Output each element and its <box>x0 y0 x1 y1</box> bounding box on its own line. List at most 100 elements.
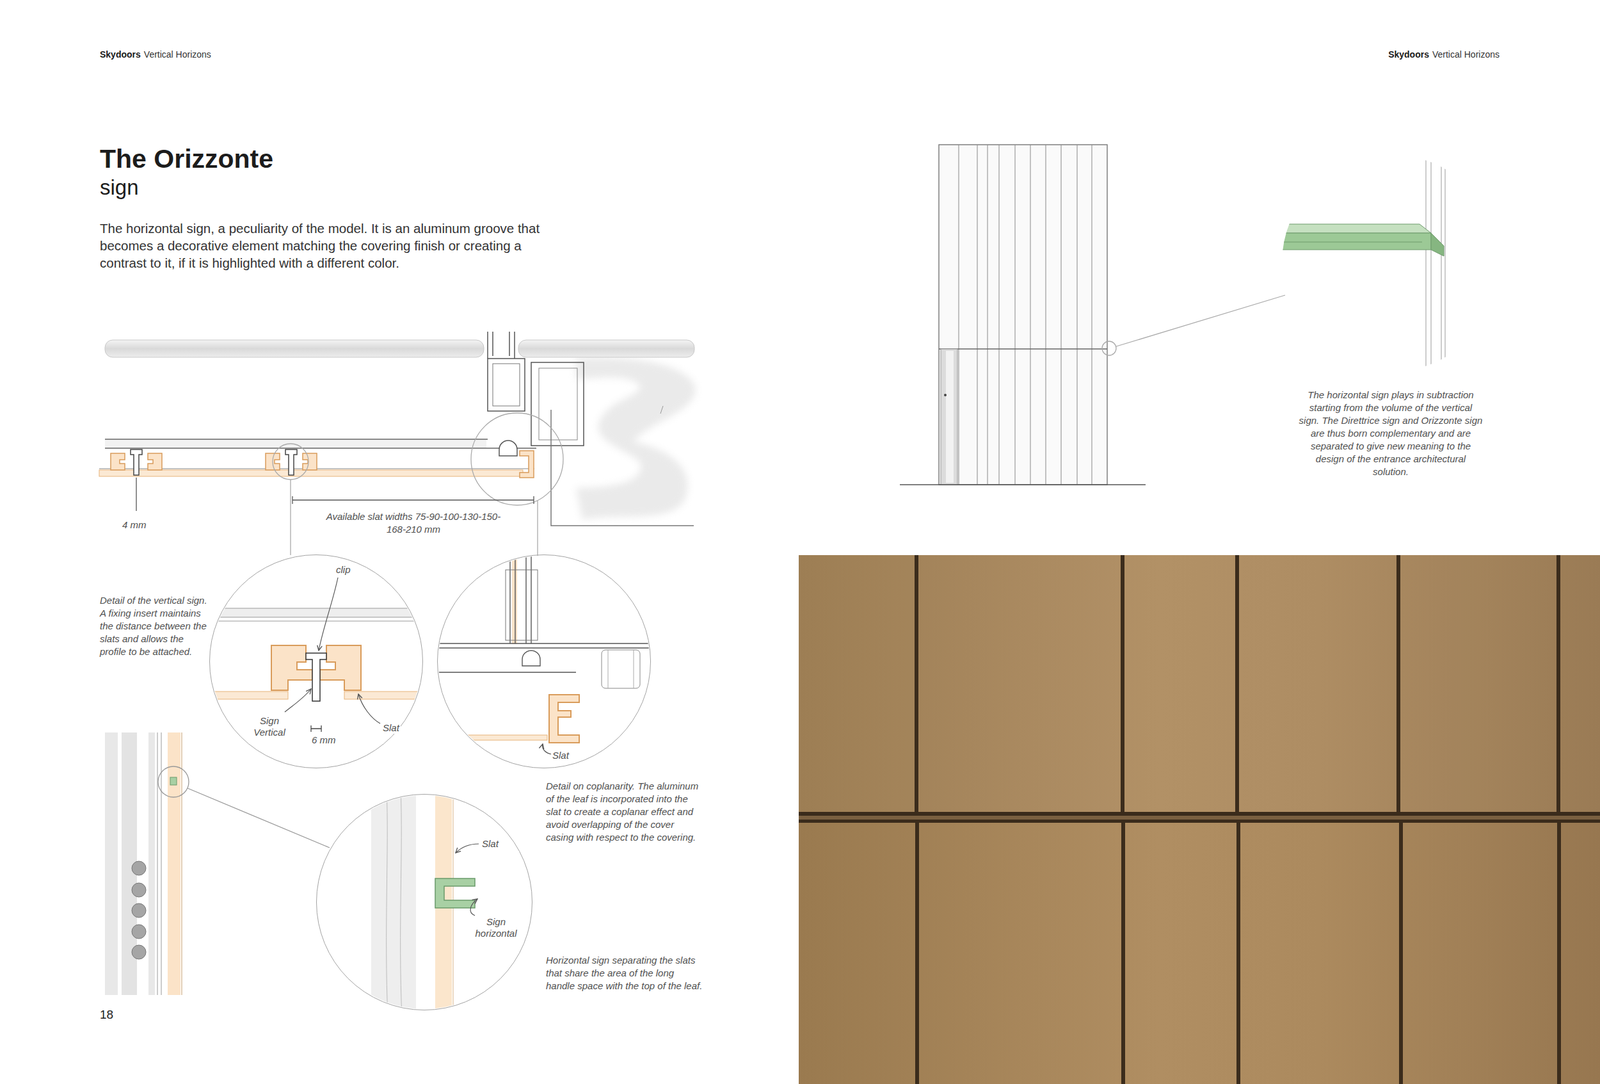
page-number: 18 <box>99 1007 114 1022</box>
leaf-sketch <box>148 732 155 995</box>
section-drawing <box>104 439 487 448</box>
horizontal-sign-zoom <box>1280 224 1432 233</box>
leaf-sketch <box>157 732 162 995</box>
vertical-sign-detail <box>320 645 361 690</box>
section-drawing <box>551 409 694 526</box>
cladding-photo <box>1557 822 1561 1084</box>
detail-note: Horizontal sign separating the slats tha… <box>545 953 703 992</box>
dimension-label: Available slat widths 75-90-100-130-150-… <box>317 510 510 536</box>
brand-name: Skydoors <box>99 48 141 61</box>
leaf-sketch <box>131 944 146 959</box>
vertical-sign-detail <box>204 620 429 622</box>
section-drawing <box>471 412 564 505</box>
section-drawing <box>576 357 696 520</box>
part-label: Sign horizontal <box>469 915 523 939</box>
vertical-sign-detail <box>204 608 429 617</box>
door-elevation <box>1102 341 1117 356</box>
horizontal-sign-zoom <box>1431 232 1444 256</box>
section-drawing <box>487 331 515 359</box>
design-note: The horizontal sign plays in subtraction… <box>1297 388 1484 479</box>
section-drawing <box>110 449 162 475</box>
section-drawing <box>518 339 695 358</box>
coplanarity-detail <box>608 649 634 688</box>
coplanarity-detail <box>542 743 552 754</box>
part-label: Slat <box>480 837 500 850</box>
dimension-label: 4 mm <box>122 518 147 532</box>
vertical-sign-detail <box>204 577 429 732</box>
brand-name: Skydoors <box>1388 48 1430 61</box>
detail-circle: clipSign Vertical6 mmSlat <box>209 554 424 768</box>
leaf-sketch <box>131 860 146 875</box>
intro-paragraph: The horizontal sign, a peculiarity of th… <box>99 219 568 272</box>
part-label: clip <box>334 563 352 576</box>
cladding-photo <box>914 554 919 813</box>
detail-note: Detail on coplanarity. The aluminum of t… <box>545 779 703 844</box>
door-elevation <box>940 348 958 485</box>
detail-circle: SlatSign horizontal <box>316 793 533 1010</box>
door-elevation <box>1116 295 1286 347</box>
horizontal-sign-detail <box>371 787 479 1018</box>
door-elevation <box>938 144 1108 485</box>
cladding-photo <box>1236 822 1241 1084</box>
horizontal-sign-zoom <box>1280 147 1446 384</box>
horizontal-sign-zoom <box>1280 241 1423 243</box>
vertical-sign-detail <box>271 645 313 690</box>
section-drawing <box>99 469 523 477</box>
door-elevation <box>899 483 1146 486</box>
horizontal-sign-detail <box>455 843 479 853</box>
cladding-photo <box>798 815 1600 820</box>
section-drawing <box>135 477 137 511</box>
leaf-sketch <box>187 787 330 848</box>
cladding-photo <box>798 554 1600 1084</box>
leaf-sketch <box>104 732 330 995</box>
collection-name: Vertical Horizons <box>1432 48 1500 61</box>
coplanarity-detail <box>437 643 653 672</box>
door-elevation <box>945 350 954 483</box>
vertical-sign-detail <box>344 691 429 699</box>
section-drawing <box>292 496 534 504</box>
leaf-sketch <box>181 732 183 995</box>
coplanarity-detail <box>601 649 640 688</box>
door-elevation <box>938 348 1108 349</box>
leaf-sketch <box>170 776 177 785</box>
leaf-sketch <box>167 732 181 995</box>
cladding-photo <box>1556 554 1561 813</box>
section-drawing <box>531 362 584 446</box>
cladding-photo <box>798 819 1600 823</box>
vertical-sign-detail <box>204 691 288 699</box>
vertical-sign-detail <box>318 577 338 651</box>
coplanarity-detail <box>522 650 541 666</box>
page-title: The Orizzonte <box>99 144 274 175</box>
horizontal-sign-zoom <box>1280 232 1432 250</box>
cladding-photo <box>1120 554 1125 813</box>
leaf-sketch <box>131 882 146 897</box>
section-drawing <box>487 358 525 411</box>
section-drawing <box>499 440 518 456</box>
leaf-sketch <box>158 766 189 797</box>
part-label: Slat <box>551 749 571 761</box>
detail-note: Detail of the vertical sign. A fixing in… <box>99 593 209 658</box>
part-label: Slat <box>381 721 401 734</box>
section-drawing <box>492 363 520 406</box>
cladding-photo <box>798 811 1600 816</box>
horizontal-sign-detail <box>435 878 475 908</box>
coplanarity-detail <box>505 569 538 640</box>
section-drawing <box>519 450 534 478</box>
leaf-sketch <box>131 924 146 939</box>
coplanarity-detail <box>437 550 653 754</box>
section-drawing <box>272 443 309 480</box>
coplanarity-detail <box>549 694 580 743</box>
cladding-photo <box>798 554 1600 812</box>
section-drawing <box>265 449 317 475</box>
door-elevation <box>944 393 947 397</box>
section-drawing <box>290 479 538 556</box>
horizontal-sign-zoom <box>1425 147 1446 384</box>
horizontal-sign-detail <box>386 787 402 1018</box>
cladding-photo <box>1396 554 1401 813</box>
cladding-photo <box>1399 822 1403 1084</box>
leaf-sketch <box>104 732 118 995</box>
collection-name: Vertical Horizons <box>144 48 212 61</box>
vertical-sign-detail <box>311 725 322 732</box>
door-elevation <box>899 144 1286 485</box>
coplanarity-detail <box>512 554 518 644</box>
